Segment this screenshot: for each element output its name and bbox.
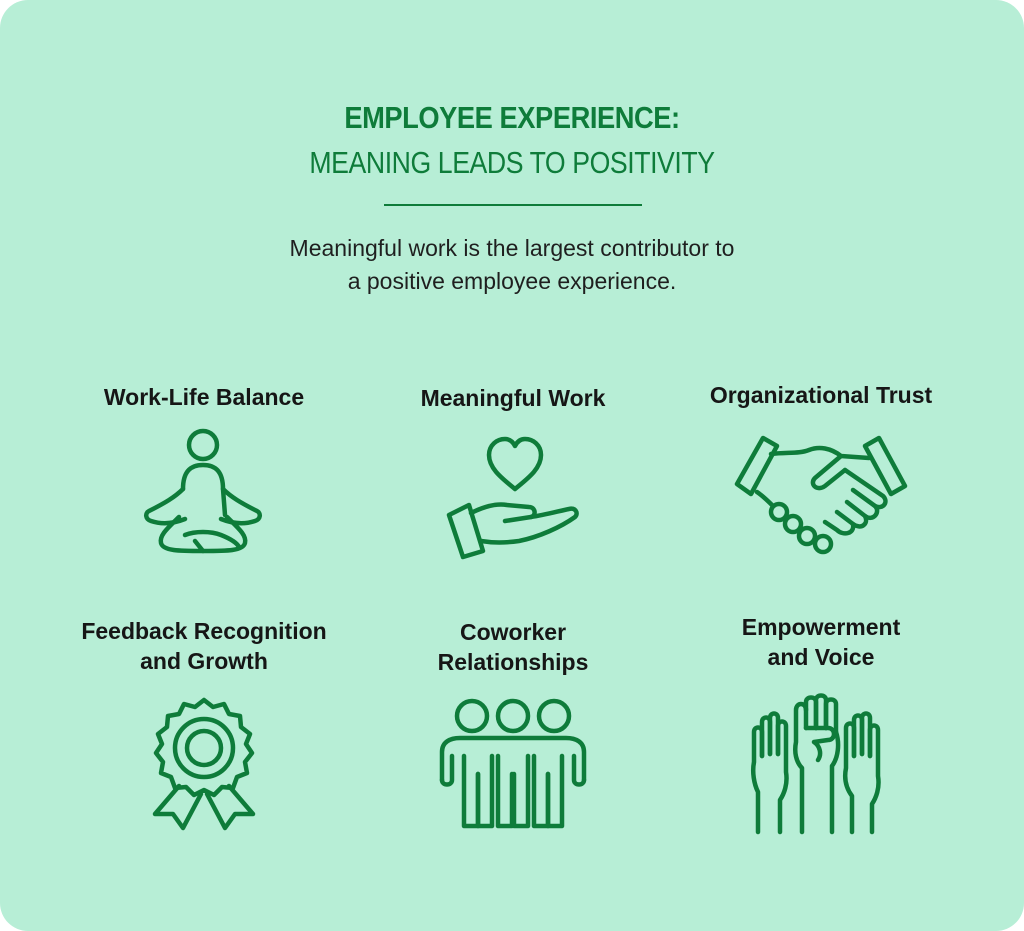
item-label-line-1: Coworker — [459, 619, 567, 645]
group-of-people-icon — [353, 698, 673, 832]
item-coworker-relationships: Coworker Relationships — [353, 617, 673, 829]
item-label: Organizational Trust — [661, 380, 981, 410]
item-label-line-2: and Growth — [140, 648, 268, 674]
item-label-line-1: Feedback Recognition — [81, 618, 327, 644]
handshake-icon — [661, 432, 981, 557]
item-label-line-1: Meaningful Work — [420, 385, 606, 411]
item-label: Meaningful Work — [353, 383, 673, 413]
meditation-icon — [44, 427, 364, 557]
item-label: Feedback Recognition and Growth — [44, 616, 364, 676]
item-feedback-recognition-growth: Feedback Recognition and Growth — [44, 616, 364, 831]
item-label: Work-Life Balance — [44, 382, 364, 412]
raised-hands-fist-icon — [661, 692, 981, 835]
item-label-line-2: Relationships — [437, 649, 589, 675]
item-label-line-1: Work-Life Balance — [103, 384, 305, 410]
page-subtitle: MEANING LEADS TO POSITIVITY — [309, 145, 715, 180]
item-label-line-2: and Voice — [767, 644, 875, 670]
award-badge-icon — [44, 696, 364, 832]
title-divider — [384, 204, 642, 206]
item-empowerment-voice: Empowerment and Voice — [661, 612, 981, 835]
intro-text: Meaningful work is the largest contribut… — [0, 232, 1024, 298]
item-organizational-trust: Organizational Trust — [661, 380, 981, 555]
item-meaningful-work: Meaningful Work — [353, 383, 673, 560]
item-label: Coworker Relationships — [353, 617, 673, 677]
item-label: Empowerment and Voice — [661, 612, 981, 672]
intro-line-2: a positive employee experience. — [347, 268, 677, 294]
heart-in-hand-icon — [353, 433, 673, 560]
intro-line-1: Meaningful work is the largest contribut… — [289, 235, 735, 261]
item-label-line-1: Organizational Trust — [709, 382, 933, 408]
page-title: EMPLOYEE EXPERIENCE: — [344, 100, 680, 135]
item-label-line-1: Empowerment — [741, 614, 901, 640]
item-work-life-balance: Work-Life Balance — [44, 382, 364, 554]
